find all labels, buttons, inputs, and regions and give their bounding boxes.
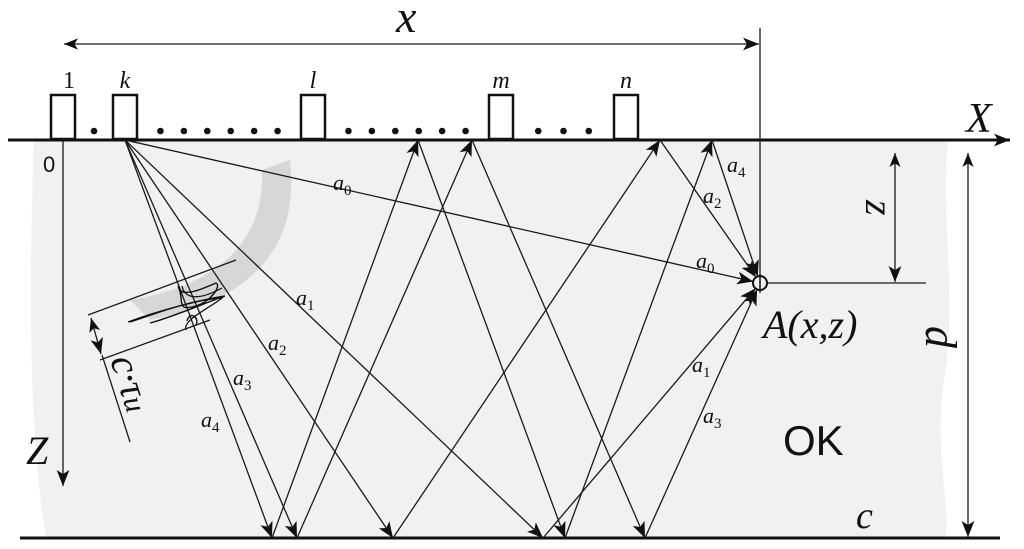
x-dimension-label: x bbox=[395, 0, 417, 42]
transducer-array: 1 k l m n bbox=[49, 68, 640, 141]
z-dimension-label: z bbox=[857, 199, 902, 216]
ray-label-a4: a4 bbox=[201, 407, 220, 436]
array-gap-dot bbox=[203, 127, 211, 135]
array-element-k: k bbox=[111, 68, 139, 141]
thickness-label: d bbox=[916, 326, 965, 349]
z-axis-label: Z bbox=[26, 428, 49, 473]
array-element-n: n bbox=[612, 68, 640, 141]
ray-a1 bbox=[124, 139, 756, 539]
array-element-label: 1 bbox=[63, 68, 75, 94]
ray-label-a1: a1 bbox=[296, 285, 315, 314]
rays bbox=[124, 139, 759, 539]
ray-segment bbox=[124, 139, 544, 539]
array-gap-dot bbox=[180, 127, 188, 135]
ray-segment bbox=[711, 139, 759, 277]
array-gap-dot bbox=[227, 127, 235, 135]
array-gap-dot bbox=[391, 127, 399, 135]
ray-label-a2: a2 bbox=[703, 183, 722, 212]
array-element-label: n bbox=[620, 68, 632, 94]
ray-segment bbox=[659, 139, 757, 278]
array-gap-dot bbox=[368, 127, 376, 135]
ray-a4 bbox=[124, 139, 759, 539]
ray-label-a4: a4 bbox=[727, 152, 746, 181]
ray-segment bbox=[564, 139, 713, 539]
array-gap-dot bbox=[345, 127, 352, 135]
array-gap-dot bbox=[157, 127, 164, 135]
array-gap-dot bbox=[90, 127, 98, 135]
ray-segment bbox=[124, 139, 298, 539]
array-gap-dot bbox=[560, 127, 567, 135]
array-gap-dot bbox=[415, 127, 423, 135]
pulse-waveform bbox=[87, 259, 237, 361]
ray-a0 bbox=[124, 139, 754, 285]
point-a-label: A(x,z) bbox=[760, 302, 857, 347]
ray-segment bbox=[644, 289, 758, 539]
ray-segment bbox=[124, 139, 394, 539]
array-element-label: k bbox=[120, 68, 131, 94]
ray-labels: a0 a0 a1 a1 a2 a2 a3 a3 a4 a4 bbox=[201, 152, 746, 436]
array-element-m: m bbox=[487, 68, 515, 141]
ray-segment bbox=[271, 139, 419, 539]
ray-segment bbox=[392, 139, 661, 539]
array-gap-dot bbox=[534, 127, 542, 135]
array-gap-dot bbox=[438, 127, 446, 135]
ray-segment bbox=[542, 287, 756, 539]
object-label: OK bbox=[783, 417, 844, 464]
ray-label-a3: a3 bbox=[233, 365, 252, 394]
beam-wavefront-shade bbox=[130, 160, 292, 320]
ray-label-a1: a1 bbox=[692, 352, 711, 381]
ray-segment bbox=[124, 139, 273, 539]
array-gap-dot bbox=[250, 127, 258, 135]
array-element-label: l bbox=[310, 68, 317, 94]
x-axis-label: X bbox=[964, 96, 994, 142]
ray-segment bbox=[417, 139, 566, 539]
ray-a2 bbox=[124, 139, 757, 539]
array-gap-dot bbox=[585, 127, 593, 135]
ray-label-a2: a2 bbox=[268, 330, 287, 359]
pulse-length-arrow bbox=[89, 317, 103, 355]
origin-label: 0 bbox=[43, 152, 55, 177]
array-element-1: 1 bbox=[49, 68, 77, 141]
ray-segment bbox=[124, 139, 754, 285]
ray-label-a0: a0 bbox=[333, 170, 352, 199]
ray-label-a3: a3 bbox=[703, 403, 722, 432]
ray-segment bbox=[471, 139, 646, 539]
array-element-l: l bbox=[299, 68, 327, 141]
array-gap-dot bbox=[462, 127, 469, 135]
array-gap-dot bbox=[274, 127, 281, 135]
array-element-label: m bbox=[492, 68, 509, 94]
pulse-length-leader bbox=[101, 354, 131, 443]
sound-speed-label: c bbox=[856, 495, 873, 537]
ray-label-a0: a0 bbox=[696, 248, 715, 277]
